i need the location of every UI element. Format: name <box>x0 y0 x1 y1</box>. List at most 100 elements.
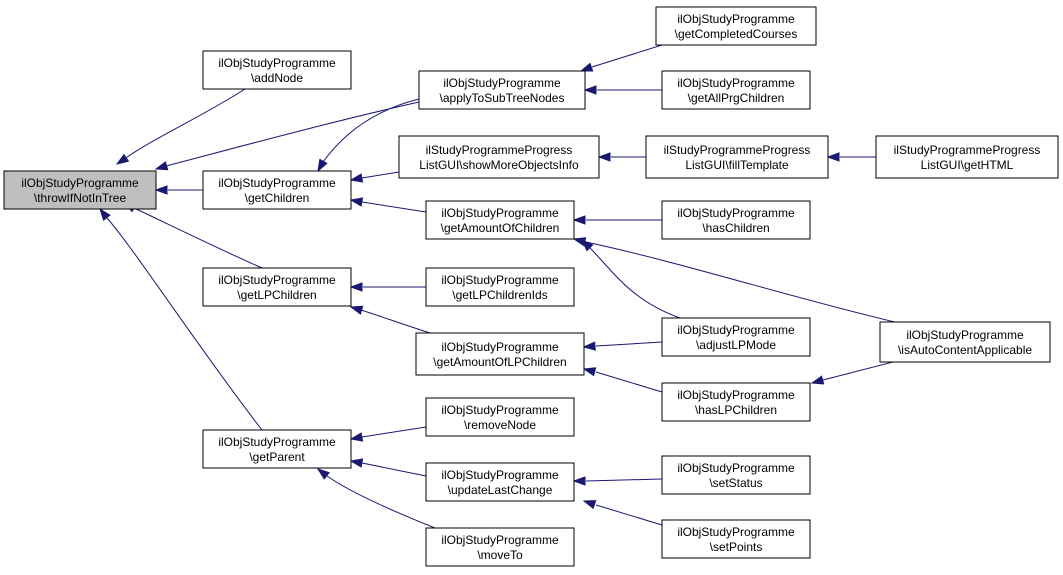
edge-line <box>361 201 427 213</box>
node-label-line: \removeNode <box>464 418 536 432</box>
edge-getAmountOfChildren-to-getChildren <box>349 197 427 213</box>
node-box <box>398 135 600 179</box>
node-hasLPChildren[interactable]: ilObjStudyProgramme\hasLPChildren <box>661 382 811 422</box>
node-hasChildren[interactable]: ilObjStudyProgramme\hasChildren <box>661 200 811 240</box>
node-removeNode[interactable]: ilObjStudyProgramme\removeNode <box>425 397 575 437</box>
node-label-line: ilStudyProgrammeProgress <box>664 143 811 157</box>
node-label-line: ilObjStudyProgramme <box>441 206 559 220</box>
edge-updateLastChange-to-getParent <box>349 458 427 477</box>
arrowhead <box>597 152 611 162</box>
edge-line <box>361 462 427 477</box>
node-box <box>661 317 811 357</box>
arrowhead <box>349 458 364 468</box>
node-getAmountOfChildren[interactable]: ilObjStudyProgramme\getAmountOfChildren <box>425 200 575 240</box>
arrowhead <box>582 500 597 510</box>
node-applyToSubTreeNodes[interactable]: ilObjStudyProgramme\applyToSubTreeNodes <box>418 70 586 110</box>
edge-setPoints-to-updateLastChange <box>582 500 663 526</box>
edge-adjustLPMode-to-getAmountOfLPChildren <box>582 341 663 351</box>
node-label-line: \setPoints <box>710 540 763 554</box>
node-label-line: \getCompletedCourses <box>675 27 798 41</box>
edge-removeNode-to-getParent <box>349 426 427 442</box>
node-box <box>425 267 575 307</box>
node-box <box>661 519 811 559</box>
node-box <box>661 382 811 422</box>
arrowhead <box>349 432 364 442</box>
edge-getAmountOfLPChildren-to-getLPChildren <box>349 305 431 334</box>
arrowhead <box>349 305 364 315</box>
node-setPoints[interactable]: ilObjStudyProgramme\setPoints <box>661 519 811 559</box>
node-label-line: ilObjStudyProgramme <box>677 206 795 220</box>
node-setStatus[interactable]: ilObjStudyProgramme\setStatus <box>661 455 811 495</box>
node-adjustLPMode[interactable]: ilObjStudyProgramme\adjustLPMode <box>661 317 811 357</box>
node-label-line: ilObjStudyProgramme <box>906 328 1024 342</box>
node-box <box>202 170 352 210</box>
edge-line <box>585 478 663 482</box>
node-label-line: ilObjStudyProgramme <box>218 176 336 190</box>
edge-adjustLPMode-to-getAmountOfChildren <box>580 238 681 319</box>
edge-getHTML-to-fillTemplate <box>826 152 876 162</box>
edge-line <box>822 361 894 381</box>
node-label-line: \applyToSubTreeNodes <box>440 91 565 105</box>
edge-line <box>106 217 263 431</box>
edge-getLPChildrenIds-to-getLPChildren <box>349 282 426 292</box>
arrowhead <box>582 367 597 377</box>
node-label-line: \hasLPChildren <box>695 403 777 417</box>
node-label-line: \getChildren <box>245 191 310 205</box>
node-fillTemplate[interactable]: ilStudyProgrammeProgressListGUI\fillTemp… <box>645 135 829 179</box>
node-label-line: ListGUI\fillTemplate <box>685 158 789 172</box>
node-label-line: ilObjStudyProgramme <box>441 273 559 287</box>
edge-getChildren-to-throwIfNotInTree <box>154 185 203 195</box>
node-box <box>425 200 575 240</box>
edge-line <box>589 247 681 319</box>
node-label-line: ilObjStudyProgramme <box>441 468 559 482</box>
node-box <box>875 135 1059 179</box>
node-box <box>645 135 829 179</box>
node-getAmountOfLPChildren[interactable]: ilObjStudyProgramme\getAmountOfLPChildre… <box>415 332 585 376</box>
node-throwIfNotInTree[interactable]: ilObjStudyProgramme\throwIfNotInTree <box>3 170 157 210</box>
node-addNode[interactable]: ilObjStudyProgramme\addNode <box>202 50 352 90</box>
edge-line <box>585 241 896 323</box>
node-label-line: ilObjStudyProgramme <box>441 403 559 417</box>
node-getAllPrgChildren[interactable]: ilObjStudyProgramme\getAllPrgChildren <box>661 70 811 110</box>
edge-showMoreObjectsInfo-to-getChildren <box>349 171 400 183</box>
node-getLPChildren[interactable]: ilObjStudyProgramme\getLPChildren <box>202 267 352 307</box>
node-label-line: ilObjStudyProgramme <box>218 56 336 70</box>
arrowhead <box>349 197 364 207</box>
node-getLPChildrenIds[interactable]: ilObjStudyProgramme\getLPChildrenIds <box>425 267 575 307</box>
node-getChildren[interactable]: ilObjStudyProgramme\getChildren <box>202 170 352 210</box>
edge-isAutoContentApplicable-to-hasLPChildren <box>810 361 894 385</box>
arrowhead <box>154 185 168 195</box>
node-label-line: ilObjStudyProgramme <box>677 461 795 475</box>
edge-line <box>326 475 436 529</box>
node-box <box>655 6 817 46</box>
node-label-line: \throwIfNotInTree <box>34 191 127 205</box>
node-label-line: \addNode <box>251 71 303 85</box>
edge-line <box>133 207 263 269</box>
node-showMoreObjectsInfo[interactable]: ilStudyProgrammeProgressListGUI\showMore… <box>398 135 600 179</box>
node-label-line: ilObjStudyProgramme <box>441 340 559 354</box>
node-box <box>879 321 1051 363</box>
arrowhead <box>572 215 586 225</box>
edge-hasLPChildren-to-getAmountOfLPChildren <box>582 367 663 393</box>
edge-hasChildren-to-getAmountOfChildren <box>572 215 662 225</box>
edge-line <box>361 426 427 438</box>
node-moveTo[interactable]: ilObjStudyProgramme\moveTo <box>425 527 575 567</box>
arrowhead <box>154 161 169 171</box>
node-getCompletedCourses[interactable]: ilObjStudyProgramme\getCompletedCourses <box>655 6 817 46</box>
arrowhead <box>115 153 130 165</box>
node-updateLastChange[interactable]: ilObjStudyProgramme\updateLastChange <box>425 462 575 502</box>
node-isAutoContentApplicable[interactable]: ilObjStudyProgramme\isAutoContentApplica… <box>879 321 1051 363</box>
arrowhead <box>349 173 364 183</box>
edge-getParent-to-throwIfNotInTree <box>99 207 263 431</box>
node-label-line: ilObjStudyProgramme <box>677 76 795 90</box>
edge-getLPChildren-to-throwIfNotInTree <box>122 202 263 269</box>
edge-line <box>122 88 246 161</box>
arrowhead <box>99 207 111 221</box>
arrowhead <box>826 152 840 162</box>
node-getParent[interactable]: ilObjStudyProgramme\getParent <box>202 429 352 469</box>
node-box <box>418 70 586 110</box>
node-label-line: ListGUI\getHTML <box>921 158 1014 172</box>
arrowhead <box>582 341 596 351</box>
edge-line <box>165 101 420 167</box>
